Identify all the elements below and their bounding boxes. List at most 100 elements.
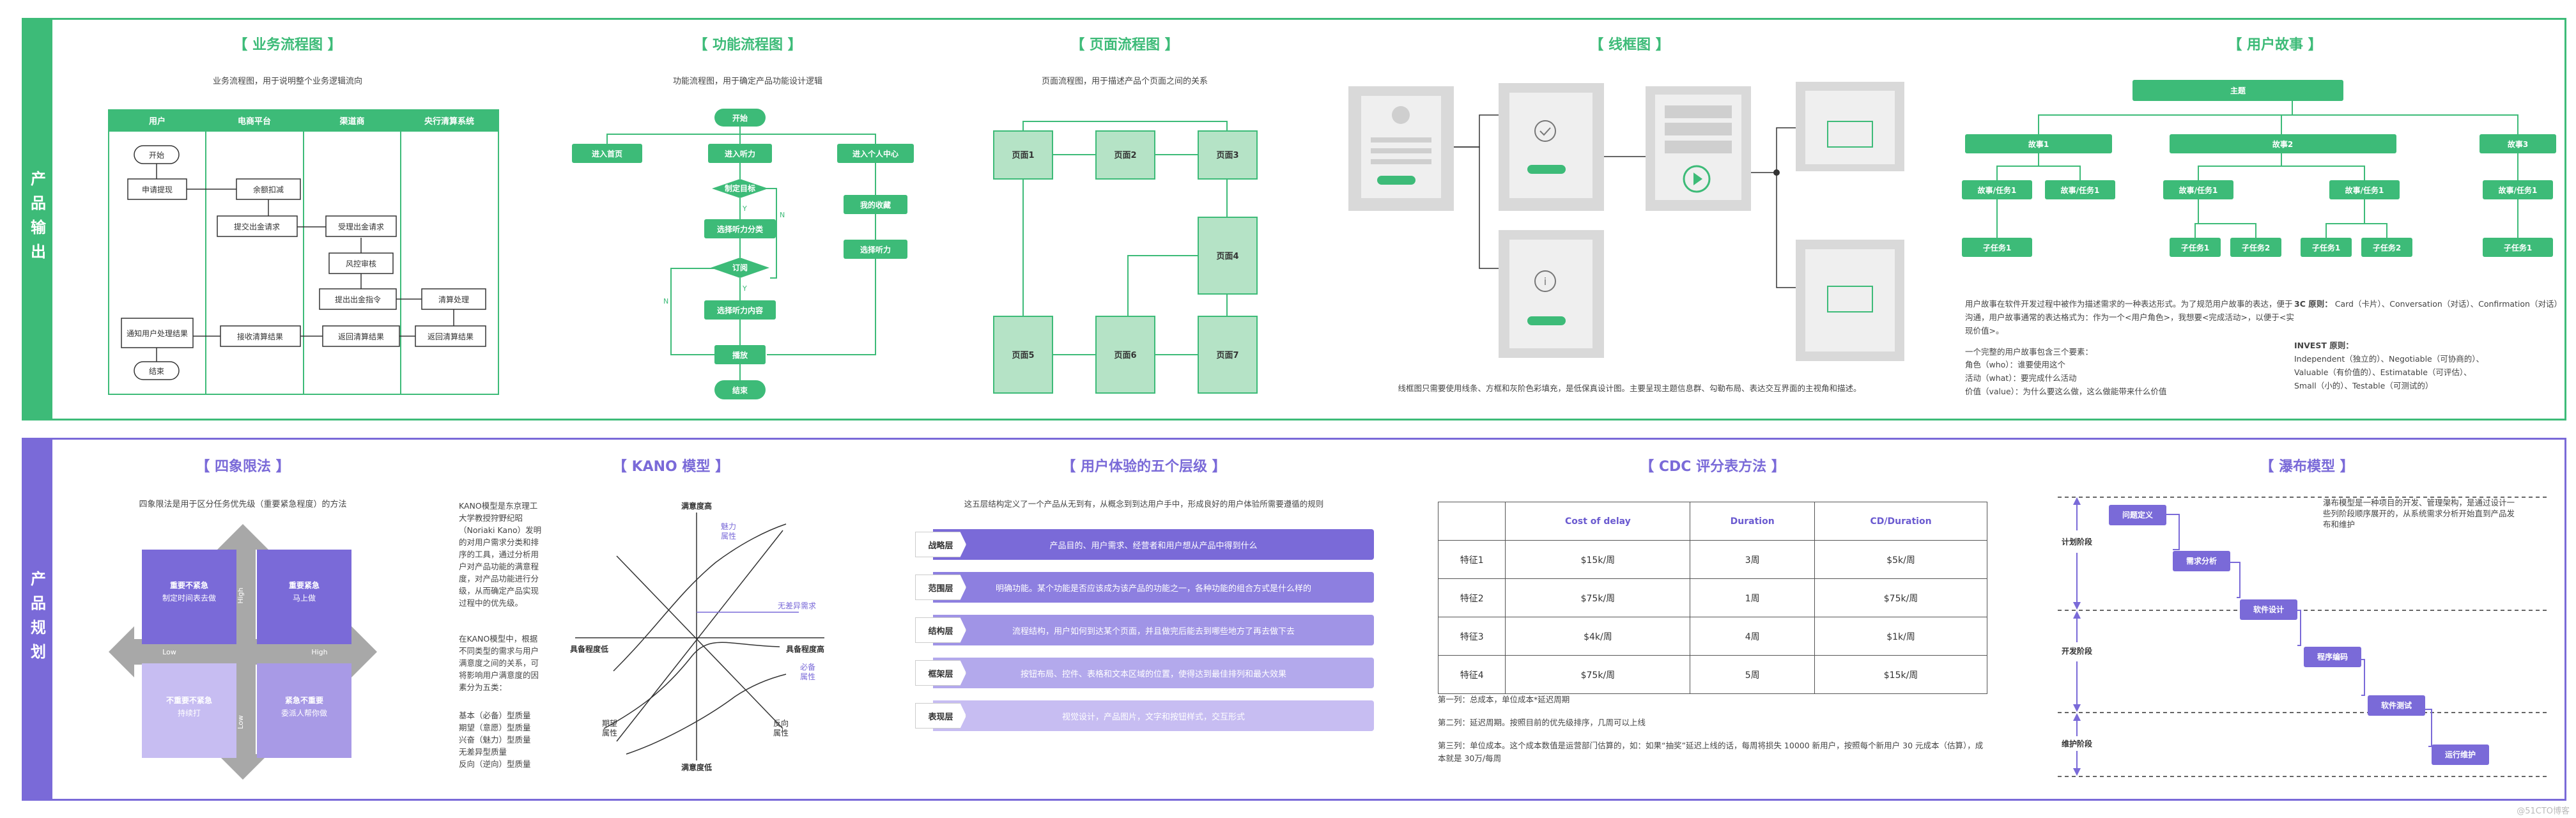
func-node-choose-listen: 选择听力 <box>860 245 891 254</box>
cdc-note-2: 第二列：延迟周期。按照目前的优先级排序，几周可以上线 <box>1438 718 1646 727</box>
waterfall-phase-maintain: 维护阶段 <box>2062 739 2093 748</box>
product-output-label: 产品输出 <box>27 171 46 268</box>
biz-flow-desc: 业务流程图，用于说明整个业务逻辑流向 <box>212 77 362 86</box>
kano-intro2-line-4: 将影响用户满意度的因 <box>459 670 539 680</box>
kano-type-5: 反向（逆向）型质量 <box>459 759 531 769</box>
biz-node-risk: 风控审核 <box>346 259 376 268</box>
waterfall-step-3: 软件设计 <box>2253 605 2284 614</box>
biz-node-start: 开始 <box>149 151 164 160</box>
kano-type-4: 无差异型质量 <box>459 747 507 757</box>
cdc-cell: $15k/周 <box>1814 655 1987 694</box>
kano-intro-line-2: 大学教授狩野纪昭 <box>459 513 523 523</box>
kano-types: 基本（必备）型质量 期望（意愿）型质量 兴奋（魅力）型质量 无差异型质量 反向（… <box>459 709 574 770</box>
ux-layer-name: 框架层 <box>915 660 966 686</box>
product-output-sidebar: 产品输出 <box>22 18 52 421</box>
quad-bl-title: 不重要不紧急 <box>166 695 212 705</box>
user-story-invest-line-1: Independent（独立的）、Negotiable（可协商的）、 <box>2294 354 2484 364</box>
func-node-fav: 我的收藏 <box>860 200 891 210</box>
waterfall-step-6: 运行维护 <box>2445 750 2476 759</box>
page-flow-title: 【 页面流程图 】 <box>1070 37 1179 53</box>
cdc-cell: $1k/周 <box>1814 617 1987 656</box>
waterfall-step-5: 软件测试 <box>2381 700 2412 710</box>
story-subtask-2: 子任务1 <box>2181 243 2209 252</box>
cdc-cell: 5周 <box>1690 655 1816 694</box>
biz-node-clear: 清算处理 <box>438 295 469 304</box>
cdc-cell: 特征1 <box>1437 540 1506 579</box>
quad-tl-title: 重要不紧急 <box>170 580 208 590</box>
page-node: 页面6 <box>1114 351 1136 360</box>
kano-expect-label: 期望属性 <box>602 719 617 737</box>
ux-layer-name: 范围层 <box>915 575 966 600</box>
wireframe-diagram: i <box>1348 82 1904 361</box>
ux-layer-band: 视觉设计，产品图片，文字和按钮样式，交互形式 <box>933 700 1374 731</box>
page-node: 页面4 <box>1216 252 1238 261</box>
cdc-cell: $75k/周 <box>1814 578 1987 617</box>
story-task-5: 故事/任务1 <box>2499 185 2538 195</box>
cdc-cell: 4周 <box>1690 617 1816 656</box>
biz-lane-header: 渠道商 <box>339 116 364 127</box>
biz-lane-header: 电商平台 <box>238 116 271 127</box>
product-planning-sidebar: 产品规划 <box>22 438 52 801</box>
kano-x-right: 具备程度高 <box>786 644 824 654</box>
func-node-home: 进入首页 <box>592 149 622 158</box>
ux-layers-title: 【 用户体验的五个层级 】 <box>1061 459 1226 475</box>
func-node-end: 结束 <box>732 385 748 395</box>
quad-low-y: Low <box>236 715 245 729</box>
kano-intro-line-3: （Noriaki Kano）发明 <box>459 525 542 535</box>
func-flow-title: 【 功能流程图 】 <box>693 37 802 53</box>
story-subtask-1: 子任务1 <box>1983 243 2011 252</box>
user-story-title: 【 用户故事 】 <box>2228 37 2322 53</box>
quad-tr-text: 马上做 <box>293 593 316 603</box>
biz-node-submit-cmd: 提出出金指令 <box>335 295 381 304</box>
func-label-n2: N <box>663 297 668 305</box>
user-story-para2-title: 一个完整的用户故事包含三个要素： <box>1965 347 2094 357</box>
ux-layer-band: 产品目的、用户需求、经营者和用户想从产品中得到什么 <box>933 529 1374 560</box>
func-node-choose-content: 选择听力内容 <box>717 305 763 315</box>
func-node-sub: 订阅 <box>732 263 748 272</box>
waterfall-diagram: 计划阶段 开发阶段 维护阶段 问题定义 需求分析 软件设计 程序编码 软件测试 … <box>2058 497 2550 777</box>
story-task-2: 故事/任务1 <box>2061 185 2100 195</box>
cdc-title: 【 CDC 评分表方法 】 <box>1640 459 1785 475</box>
ux-layers-desc: 这五层结构定义了一个产品从无到有，从概念到到达用户手中，形成良好的用户体验所需要… <box>964 499 1324 509</box>
ux-layer-name: 表现层 <box>915 703 966 729</box>
biz-node-return-result-2: 返回清算结果 <box>428 332 474 341</box>
kano-intro: KANO模型是东京理工 大学教授狩野纪昭 （Noriaki Kano）发明 的对… <box>459 500 574 609</box>
user-story-para1: 用户故事在软件开发过程中被作为描述需求的一种表达形式。为了规范用户故事的表达，便… <box>1965 299 2294 336</box>
ux-layer-name: 战略层 <box>915 532 966 557</box>
func-label-y: Y <box>742 204 747 213</box>
func-label-y2: Y <box>742 284 747 293</box>
kano-type-2: 期望（意愿）型质量 <box>459 723 531 732</box>
page-node: 页面7 <box>1216 351 1238 360</box>
product-planning-label: 产品规划 <box>27 571 46 668</box>
story-3: 故事3 <box>2508 139 2528 149</box>
cdc-cell: 特征2 <box>1437 578 1506 617</box>
kano-intro-line-9: 过程中的优先级。 <box>459 598 523 608</box>
user-story-3c: 3C 原则： Card（卡片）、Conversation（对话）、Confirm… <box>2294 297 2563 311</box>
cdc-table: Cost of delay Duration CD/Duration 特征1$1… <box>1437 502 1987 694</box>
watermark: @51CTO博客 <box>2517 806 2570 816</box>
page-node: 页面5 <box>1012 351 1034 360</box>
quad-tl-text: 制定时间表去做 <box>162 593 216 603</box>
story-task-4: 故事/任务1 <box>2345 185 2384 195</box>
cdc-cell: $4k/周 <box>1505 617 1691 656</box>
user-story-elements: 角色（who）：谁要使用这个 活动（what）：要完成什么活动 价值（value… <box>1965 358 2297 398</box>
cdc-cell: 特征3 <box>1437 617 1506 656</box>
cdc-header-cost: Cost of delay <box>1505 502 1691 541</box>
biz-node-submit-req: 提交出金请求 <box>234 222 280 231</box>
quad-br-text: 委派人帮你做 <box>281 708 327 718</box>
user-story-3c-text: Card（卡片）、Conversation（对话）、Confirmation（对… <box>2334 299 2562 309</box>
page-node: 页面3 <box>1216 151 1238 160</box>
cdc-header-row: Cost of delay Duration CD/Duration <box>1437 502 1987 541</box>
story-task-1: 故事/任务1 <box>1978 185 2017 195</box>
waterfall-step-4: 程序编码 <box>2317 652 2348 661</box>
kano-intro-line-5: 序的工具，通过分析用 <box>459 550 539 559</box>
biz-node-end: 结束 <box>149 367 164 376</box>
biz-node-receive: 接收清算结果 <box>237 332 283 341</box>
waterfall-step-1: 问题定义 <box>2122 510 2154 520</box>
page-node: 页面1 <box>1012 151 1034 160</box>
